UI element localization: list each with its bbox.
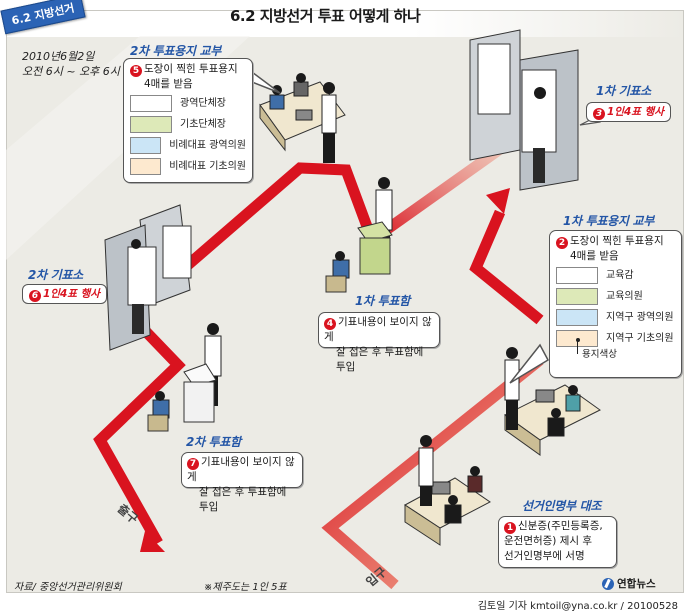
legend-swatch-blue <box>130 137 162 154</box>
legend-swatch-white <box>130 95 172 112</box>
legend-label: 교육의원 <box>606 290 643 302</box>
voting-path <box>93 130 544 590</box>
legend-label: 비례대표 기초의원 <box>169 160 246 172</box>
step5-legend-item: 비례대표 광역의원 <box>130 137 246 154</box>
step5-title: 2차 투표용지 교부 <box>130 44 221 58</box>
callout-tail-step5 <box>251 70 281 94</box>
legend-swatch-peach <box>130 158 162 175</box>
step3-badge-text: 1인4표 행사 <box>607 106 664 118</box>
jeju-note: ※제주도는 1인 5표 <box>204 582 287 593</box>
step2-legend-item: 지역구 광역의원 <box>556 309 675 326</box>
step1-title: 선거인명부 대조 <box>522 499 602 513</box>
arrow-head-up <box>486 188 510 214</box>
step4-title: 1차 투표함 <box>355 294 410 308</box>
yonhap-logo-icon <box>602 577 614 590</box>
step2-line1: 도장이 찍힌 투표용지 <box>570 235 664 247</box>
step5-legend-item: 기초단체장 <box>130 116 246 133</box>
pointer-dot <box>576 338 580 342</box>
registry-desk-group <box>404 435 491 546</box>
legend-swatch-white <box>556 267 598 284</box>
page-title: 6.2 지방선거 투표 어떻게 하나 <box>230 7 421 25</box>
desk-1-group <box>504 347 601 456</box>
voting-hours: 오전 6시 ~ 오후 6시 <box>22 65 120 78</box>
step2-legend-item: 교육감 <box>556 267 675 284</box>
step6-badge-text: 1인4표 행사 <box>43 288 100 300</box>
step2-line2: 4매를 받음 <box>570 250 619 262</box>
paper-color-note: 용지색상 <box>582 349 617 360</box>
step1-line3: 선거인명부에 서명 <box>504 550 585 562</box>
election-date: 2010년6월2일 <box>22 50 95 63</box>
legend-label: 지역구 광역의원 <box>606 311 674 323</box>
booth-2-group <box>104 204 192 351</box>
step5-line1: 도장이 찍힌 투표용지 <box>144 63 238 75</box>
legend-swatch-green <box>556 288 598 305</box>
step7-number-badge: 7 <box>187 458 199 470</box>
step1-line1: 신분증(주민등록증, <box>518 520 603 532</box>
step5-line2: 4매를 받음 <box>144 78 193 90</box>
step3-title: 1차 기표소 <box>596 84 651 98</box>
arrow-head-exit <box>140 531 165 552</box>
legend-label: 지역구 기초의원 <box>606 332 674 344</box>
legend-swatch-green <box>130 116 172 133</box>
callout-tail-step2 <box>509 343 549 384</box>
step3-number-badge: 3 <box>593 108 605 120</box>
yonhap-logo-text: 연합뉴스 <box>617 578 656 590</box>
step4-line2: 잘 접은 후 투표함에 투입 <box>336 346 424 373</box>
legend-label: 비례대표 광역의원 <box>169 139 246 151</box>
step5-number-badge: 5 <box>130 65 142 77</box>
source-note: 자료/ 중앙선거관리위원회 <box>14 582 122 593</box>
legend-label: 기초단체장 <box>180 118 226 130</box>
legend-swatch-blue <box>556 309 598 326</box>
step1-number-badge: 1 <box>504 522 516 534</box>
step2-title: 1차 투표용지 교부 <box>563 214 654 228</box>
desk-2-group <box>259 73 346 163</box>
step2-legend-item: 지역구 기초의원 <box>556 330 675 354</box>
path-segment-entry <box>321 355 544 590</box>
step1-line2: 운전면허증) 제시 후 <box>504 535 593 547</box>
legend-label: 교육감 <box>606 269 634 281</box>
step2-legend-item: 교육의원 <box>556 288 675 305</box>
legend-swatch-peach <box>556 330 598 354</box>
step7-title: 2차 투표함 <box>186 435 241 449</box>
legend-label: 광역단체장 <box>180 97 226 109</box>
step4-line1: 기표내용이 보이지 않게 <box>324 316 432 343</box>
step7-line2: 잘 접은 후 투표함에 투입 <box>199 486 287 513</box>
step5-legend-item: 광역단체장 <box>130 95 246 112</box>
pointer-line <box>577 341 578 354</box>
title-bar <box>7 11 683 37</box>
booth-1-group <box>469 29 579 191</box>
ballot-box-1-group <box>325 177 393 293</box>
step6-number-badge: 6 <box>29 290 41 302</box>
step5-legend-item: 비례대표 기초의원 <box>130 158 246 175</box>
path-segment-to-booth1 <box>469 209 544 325</box>
reporter-credit: 김토일 기자 kmtoil@yna.co.kr / 20100528 <box>477 601 678 612</box>
step4-number-badge: 4 <box>324 318 336 330</box>
step7-line1: 기표내용이 보이지 않게 <box>187 456 295 483</box>
yonhap-logo: 연합뉴스 <box>602 576 656 591</box>
ballot-box-2-group <box>147 323 222 432</box>
step6-title: 2차 기표소 <box>28 268 83 282</box>
step2-number-badge: 2 <box>556 237 568 249</box>
